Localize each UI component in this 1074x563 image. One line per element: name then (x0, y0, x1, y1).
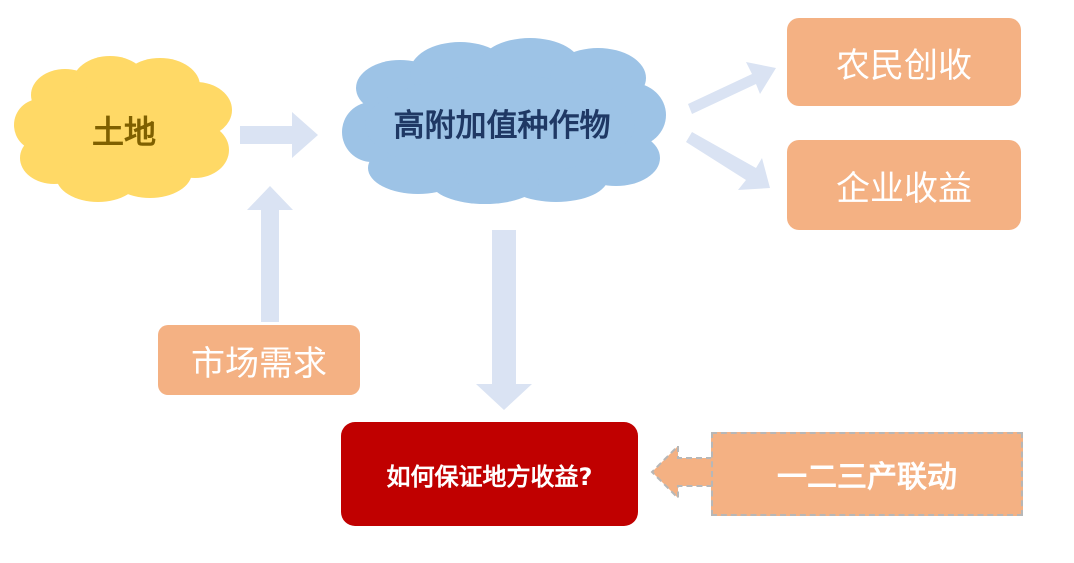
arrow-land-to-crops (240, 112, 318, 158)
arrows (240, 62, 776, 410)
industry-linkage-box: 一二三产联动 (711, 432, 1023, 516)
land-cloud (14, 56, 232, 202)
farmer-income-box: 农民创收 (787, 18, 1021, 106)
arrow-market-to-land (247, 186, 293, 322)
arrow-crops-to-farmer (688, 62, 776, 114)
arrow-linkage-to-question (650, 443, 713, 501)
crops-label: 高附加值种作物 (393, 107, 611, 144)
company-income-box: 企业收益 (787, 140, 1021, 230)
land-label: 土地 (91, 113, 156, 151)
arrow-crops-to-question (476, 230, 532, 410)
arrow-crops-to-company (686, 132, 770, 190)
crops-cloud (342, 38, 666, 204)
market-demand-box: 市场需求 (158, 325, 360, 395)
local-income-question-box: 如何保证地方收益? (341, 422, 638, 526)
